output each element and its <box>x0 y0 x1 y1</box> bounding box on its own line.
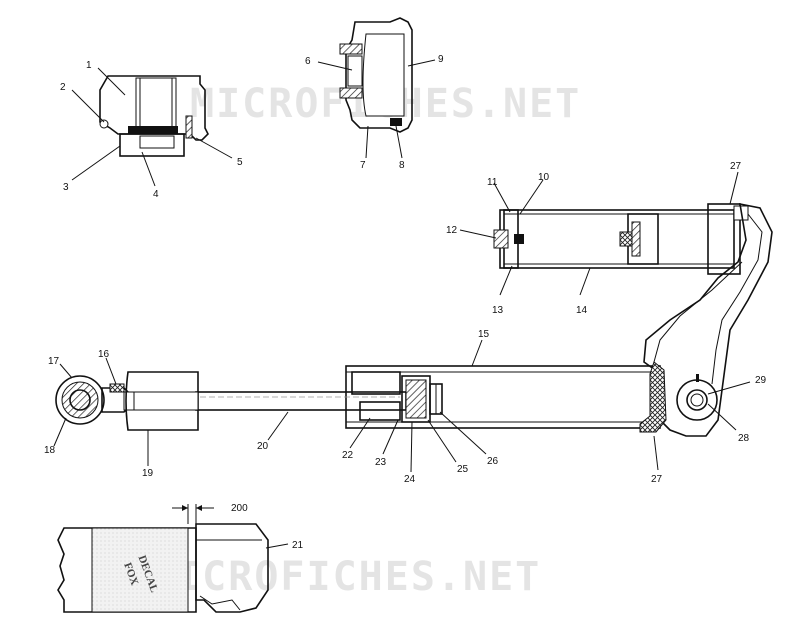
callout-3: 3 <box>63 182 69 193</box>
callout-16: 16 <box>98 349 110 360</box>
callout-14: 14 <box>576 305 588 316</box>
callout-1: 1 <box>86 60 92 71</box>
callout-28: 28 <box>738 433 750 444</box>
callout-19: 19 <box>142 468 154 479</box>
shock-body <box>345 202 773 437</box>
callout-22: 22 <box>342 450 354 461</box>
reservoir <box>493 203 749 275</box>
callout-29: 29 <box>755 375 767 386</box>
callout-11: 11 <box>487 177 498 188</box>
callout-21: 21 <box>292 540 304 551</box>
callout-20: 20 <box>257 441 269 452</box>
callout-10: 10 <box>538 172 550 183</box>
callout-12: 12 <box>446 225 458 236</box>
callout-5: 5 <box>237 157 243 168</box>
callout-7: 7 <box>360 160 366 171</box>
callout-8: 8 <box>399 160 405 171</box>
callout-24: 24 <box>404 474 416 485</box>
callout-4: 4 <box>153 189 159 200</box>
decal-detail: FOX DECAL <box>57 504 289 613</box>
callout-15: 15 <box>478 329 490 340</box>
callout-26: 26 <box>487 456 499 467</box>
seal-head <box>339 17 413 133</box>
callout-27-bottom: 27 <box>651 474 663 485</box>
callout-18: 18 <box>44 445 56 456</box>
callout-17: 17 <box>48 356 60 367</box>
shaft-piston <box>195 371 443 423</box>
callout-6: 6 <box>305 56 311 67</box>
callout-2: 2 <box>60 82 66 93</box>
dimension-label: 200 <box>231 503 248 514</box>
callout-23: 23 <box>375 457 387 468</box>
callout-25: 25 <box>457 464 469 475</box>
eye-end <box>55 371 199 431</box>
watermark-bottom: MICROFICHES.NET <box>150 554 541 600</box>
callout-13: 13 <box>492 305 504 316</box>
bushing-assembly <box>99 75 209 157</box>
callout-9: 9 <box>438 54 444 65</box>
callout-27-top: 27 <box>730 161 742 172</box>
